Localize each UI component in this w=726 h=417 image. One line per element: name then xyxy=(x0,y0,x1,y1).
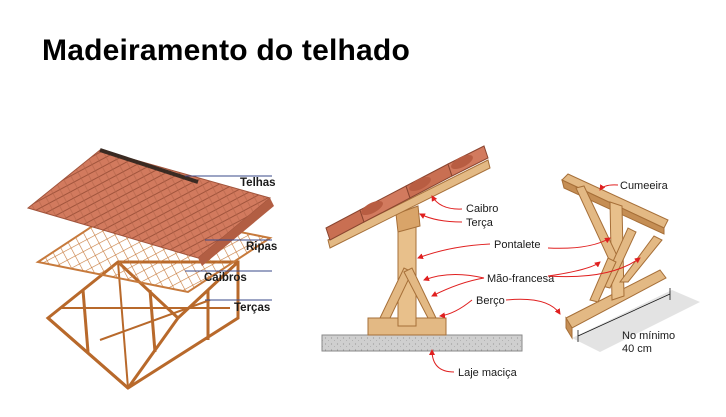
label-terca: Terça xyxy=(466,217,494,229)
roof-tiles xyxy=(26,148,274,266)
truss-brace-d xyxy=(589,257,617,303)
section-tiles xyxy=(325,145,489,241)
label-mao-francesa: Mão-francesa xyxy=(487,273,555,285)
slide-title: Madeiramento do telhado xyxy=(42,34,410,67)
label-40-cm: 40 cm xyxy=(622,343,652,355)
truss-brace-c xyxy=(619,235,663,283)
label-telhas: Telhas xyxy=(240,177,276,189)
left-exploded-roof: Telhas Ripas Caibros Terças xyxy=(26,148,277,390)
left-leader-lines xyxy=(185,175,272,301)
label-caibro: Caibro xyxy=(466,203,498,215)
label-no-minimo: No mínimo xyxy=(622,330,675,342)
laje-slab xyxy=(321,334,523,352)
caibro-rafter xyxy=(327,159,491,249)
label-cumeeira: Cumeeira xyxy=(620,180,669,192)
dimension-40cm xyxy=(577,288,671,342)
label-ripas: Ripas xyxy=(246,241,277,253)
label-berco: Berço xyxy=(476,295,505,307)
label-pontalete: Pontalete xyxy=(494,239,540,251)
right-pointers xyxy=(505,184,641,315)
label-laje-macica: Laje maciça xyxy=(458,367,518,379)
mao-francesa-right xyxy=(403,267,437,319)
truss-shadow xyxy=(572,290,700,352)
middle-section-detail: Caibro Terça Pontalete Mão-francesa Berç… xyxy=(321,145,555,379)
middle-pointers xyxy=(417,195,491,373)
label-tercas: Terças xyxy=(234,302,270,314)
right-3d-truss: Cumeeira No mínimo 40 cm xyxy=(505,173,700,355)
label-caibros: Caibros xyxy=(204,272,247,284)
